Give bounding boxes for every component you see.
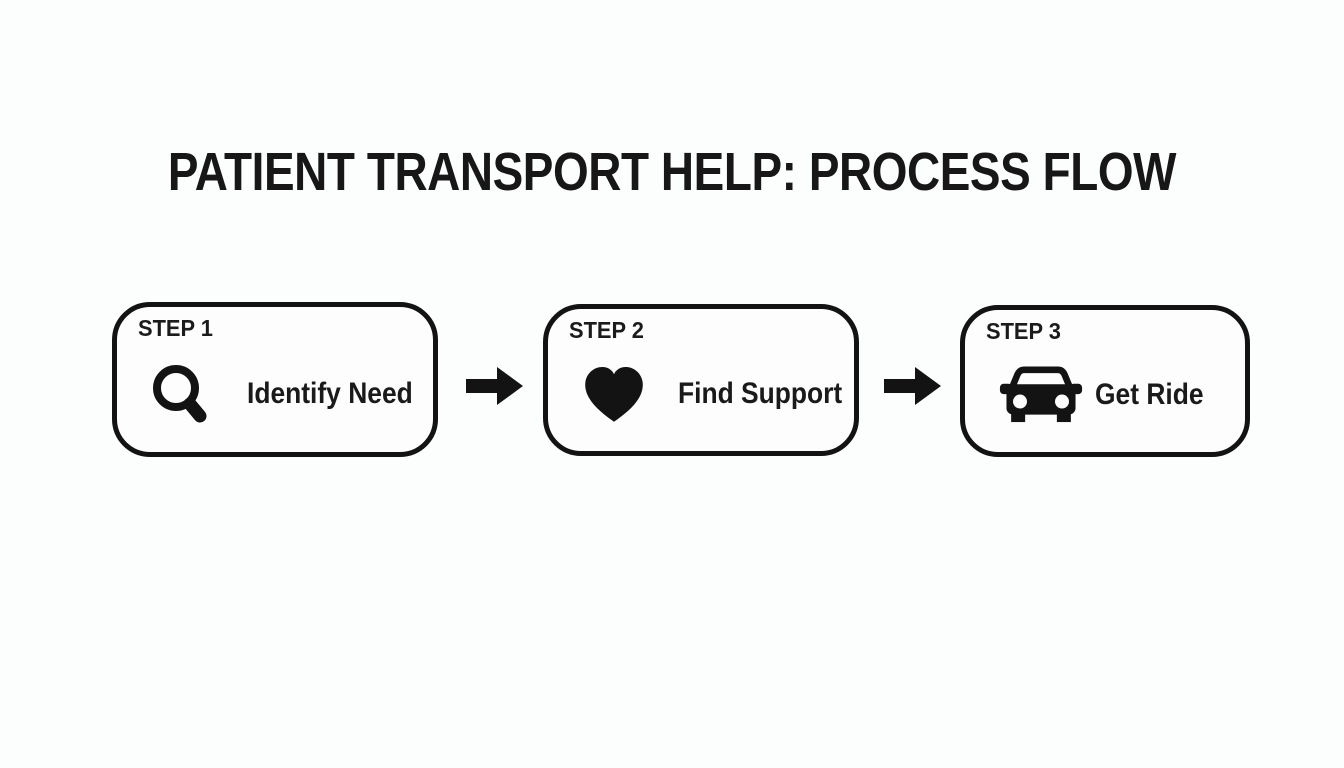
step-number-label: STEP 2 — [569, 317, 644, 343]
step-content: Get Ride — [965, 338, 1245, 452]
magnifier-icon — [151, 363, 247, 425]
step-number-label: STEP 1 — [138, 315, 213, 341]
arrow-right-icon — [466, 367, 523, 405]
step-content: Find Support — [548, 337, 854, 451]
step-box-identify-need: STEP 1 Identify Need — [112, 302, 438, 457]
car-icon — [999, 365, 1095, 425]
step-box-find-support: STEP 2 Find Support — [543, 304, 859, 456]
arrow-right-icon — [884, 367, 941, 405]
diagram-title: PATIENT TRANSPORT HELP: PROCESS FLOW — [167, 142, 1177, 202]
step-name-label: Get Ride — [1095, 378, 1204, 411]
step-name-label: Identify Need — [247, 376, 413, 410]
heart-icon — [582, 365, 678, 423]
step-content: Identify Need — [117, 335, 433, 452]
step-name-label: Find Support — [678, 377, 843, 410]
step-number-label: STEP 3 — [986, 318, 1061, 344]
step-box-get-ride: STEP 3 Get Ride — [960, 305, 1250, 457]
